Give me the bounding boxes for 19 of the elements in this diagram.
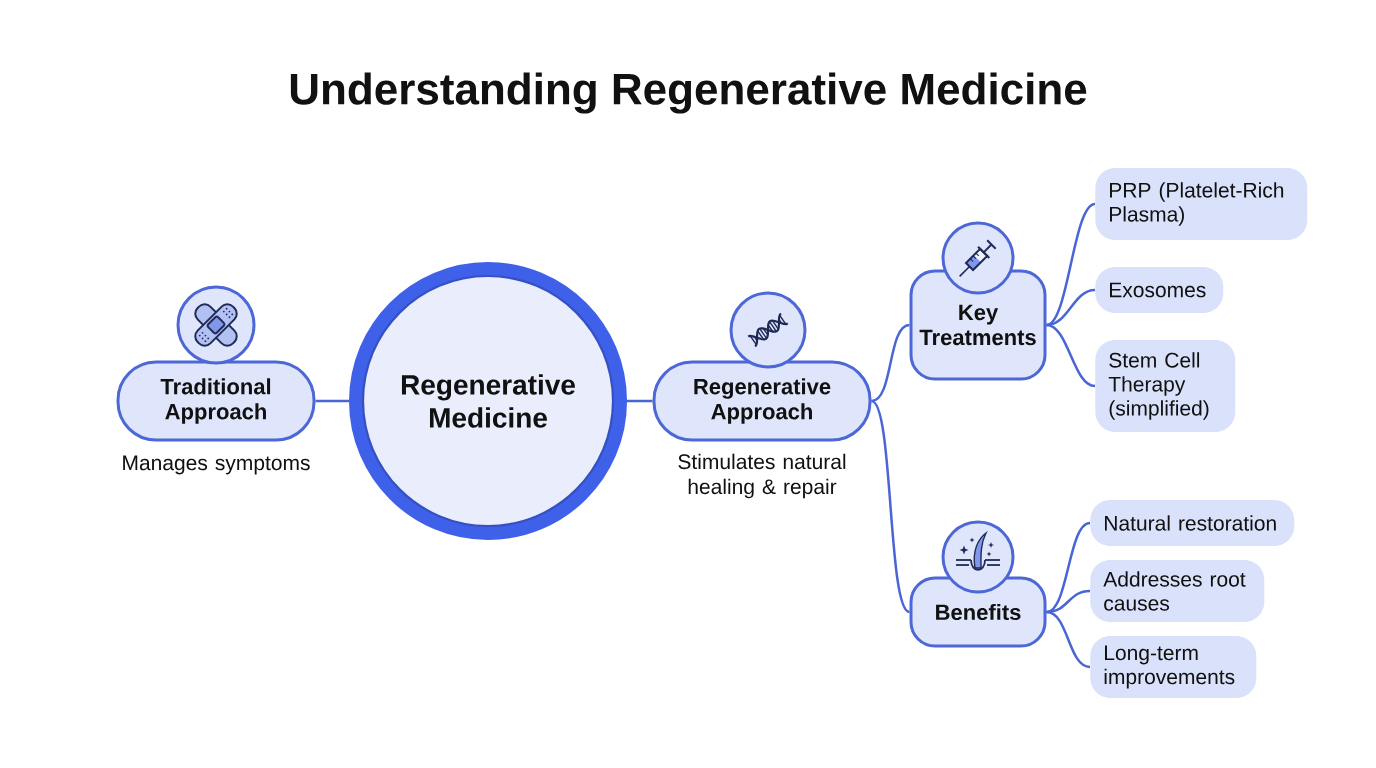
connector-line xyxy=(627,399,653,403)
connector-line xyxy=(1046,323,1096,388)
rounded-box: Benefits xyxy=(909,576,1047,648)
subtopic-box: PRP (Platelet-Rich Plasma) xyxy=(1095,168,1308,240)
connector-line xyxy=(1046,521,1091,614)
subtopic-box: Addresses root causes xyxy=(1090,560,1265,622)
connector-line xyxy=(1046,202,1096,327)
caption-text: Stimulates natural healing & repair xyxy=(678,453,846,499)
subtopic-box: Exosomes xyxy=(1095,267,1224,313)
connector-line xyxy=(315,399,349,403)
connector-line xyxy=(870,400,911,613)
subtopic-box: Long-term improvements xyxy=(1090,636,1257,698)
caption-text: Manages symptoms xyxy=(123,455,310,475)
connector-line xyxy=(1046,288,1096,327)
connector-line xyxy=(1046,610,1091,669)
subtopic-box: Stem Cell Therapy (simplified) xyxy=(1095,340,1236,432)
connector-line xyxy=(871,323,910,403)
subtopic-box: Natural restoration xyxy=(1090,500,1295,546)
title: Understanding Regenerative Medicine xyxy=(290,72,1087,114)
